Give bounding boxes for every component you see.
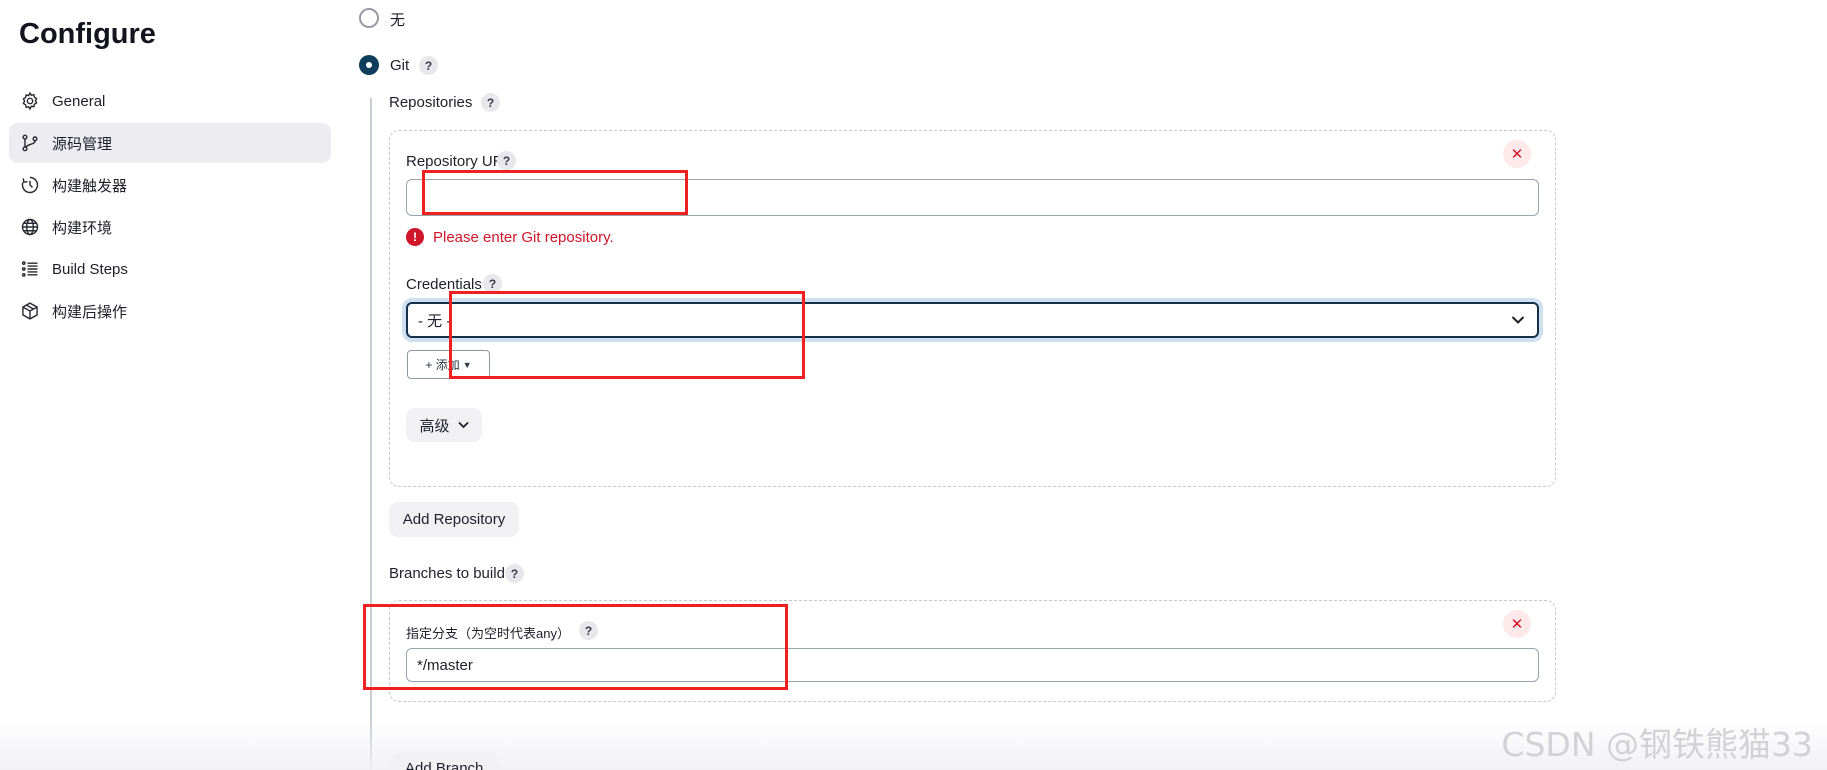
credentials-help-icon[interactable]: ? — [483, 274, 502, 293]
git-section-divider — [370, 98, 372, 770]
scm-none-radio[interactable] — [359, 8, 379, 28]
sidebar-nav: General 源码管理 构建触发器 构建环境 Build Steps — [9, 81, 331, 333]
branch-entry-box — [389, 600, 1556, 702]
scm-none-label: 无 — [390, 12, 406, 29]
scm-git-label: Git — [390, 57, 410, 74]
add-repository-button[interactable]: Add Repository — [389, 502, 519, 537]
branches-help-icon[interactable]: ? — [505, 564, 524, 583]
sidebar-item-build-environment[interactable]: 构建环境 — [9, 207, 331, 247]
repository-url-error: ! Please enter Git repository. — [406, 228, 614, 246]
git-help-icon[interactable]: ? — [419, 56, 438, 75]
credentials-selected-value: - 无 - — [418, 312, 452, 330]
sidebar-item-label: General — [52, 92, 106, 110]
clock-icon — [20, 175, 40, 195]
annotation-box-credentials — [449, 291, 805, 379]
annotation-box-branch — [363, 604, 788, 690]
advanced-button[interactable]: 高级 — [406, 408, 482, 442]
sidebar-item-label: 构建触发器 — [52, 177, 128, 195]
sidebar-item-label: 构建环境 — [52, 219, 113, 237]
credentials-select[interactable]: - 无 - — [406, 302, 1539, 338]
list-icon — [20, 259, 40, 279]
remove-repository-button[interactable]: ✕ — [1503, 140, 1531, 168]
sidebar-item-build-triggers[interactable]: 构建触发器 — [9, 165, 331, 205]
sidebar-item-label: 源码管理 — [52, 135, 113, 153]
scm-config-panel: 无 Git ? Repositories ? ✕ Repository URL … — [350, 0, 1827, 770]
bottom-fade — [0, 718, 1827, 770]
credentials-label: Credentials — [406, 276, 482, 293]
branch-specifier-input[interactable]: */master — [406, 648, 1539, 682]
add-branch-button[interactable]: Add Branch — [391, 752, 499, 770]
chevron-down-icon — [457, 421, 469, 429]
annotation-box-url — [422, 170, 688, 215]
sidebar-item-post-build[interactable]: 构建后操作 — [9, 291, 331, 331]
repository-url-input[interactable] — [406, 179, 1539, 216]
sidebar-item-label: 构建后操作 — [52, 303, 128, 321]
gear-icon — [20, 91, 40, 111]
page-title: Configure — [19, 18, 156, 50]
caret-down-icon: ▼ — [462, 359, 472, 370]
branches-label: Branches to build — [389, 565, 505, 582]
add-credentials-button[interactable]: + 添加 ▼ — [407, 350, 490, 379]
repository-url-help-icon[interactable]: ? — [497, 151, 516, 170]
branch-specifier-label: 指定分支（为空时代表any） — [406, 626, 570, 641]
advanced-label: 高级 — [419, 417, 450, 435]
git-branch-icon — [20, 133, 40, 153]
repositories-label: Repositories — [389, 94, 473, 111]
sidebar-item-scm[interactable]: 源码管理 — [9, 123, 331, 163]
sidebar: Configure General 源码管理 构建触发器 构建环境 — [0, 0, 340, 770]
watermark: CSDN @钢铁熊猫33 — [1501, 725, 1813, 764]
sidebar-item-label: Build Steps — [52, 260, 128, 278]
scm-git-radio[interactable] — [359, 55, 379, 75]
repositories-help-icon[interactable]: ? — [481, 93, 500, 112]
sidebar-item-build-steps[interactable]: Build Steps — [9, 249, 331, 289]
chevron-down-icon — [1511, 312, 1525, 329]
repository-url-label: Repository URL — [406, 153, 512, 170]
sidebar-item-general[interactable]: General — [9, 81, 331, 121]
remove-branch-button[interactable]: ✕ — [1503, 610, 1531, 638]
package-icon — [20, 301, 40, 321]
globe-icon — [20, 217, 40, 237]
branch-specifier-help-icon[interactable]: ? — [579, 621, 598, 640]
repository-url-error-text: Please enter Git repository. — [433, 228, 614, 246]
error-icon: ! — [406, 228, 424, 246]
repository-entry-box — [389, 130, 1556, 487]
